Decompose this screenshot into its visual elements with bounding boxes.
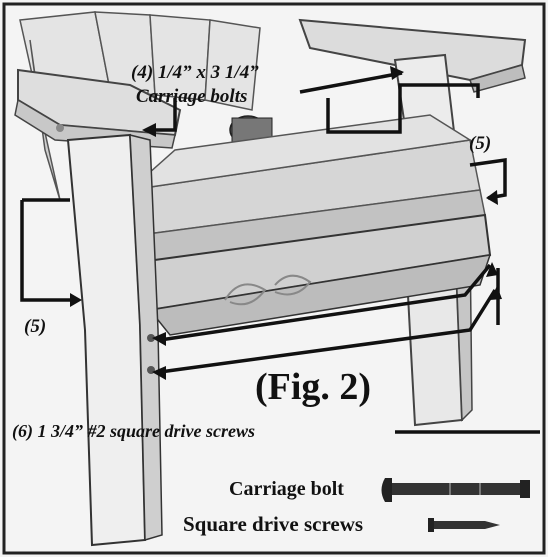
screw-hole-upper <box>147 334 155 342</box>
legend-square-drive-screws: Square drive screws <box>183 512 364 536</box>
right-arm <box>298 18 527 93</box>
square-drive-screw-icon <box>428 518 500 532</box>
carriage-bolt-icon <box>381 478 530 502</box>
callout-5-right: (5) <box>469 133 492 154</box>
front-apron <box>138 213 492 336</box>
callout-lines <box>20 71 540 434</box>
arrowheads <box>70 66 502 380</box>
left-front-leg <box>66 133 163 547</box>
figure-label: (Fig. 2) <box>255 366 372 408</box>
screws-callout: (6) 1 3/4” #2 square drive screws <box>12 421 255 441</box>
legend-carriage-bolt: Carriage bolt <box>229 478 344 500</box>
callout-5-left: (5) <box>24 316 47 337</box>
bolt-callout-line2: Carriage bolts <box>136 86 248 107</box>
bolt-callout-line1: (4) 1/4” x 3 1/4” <box>131 62 259 83</box>
